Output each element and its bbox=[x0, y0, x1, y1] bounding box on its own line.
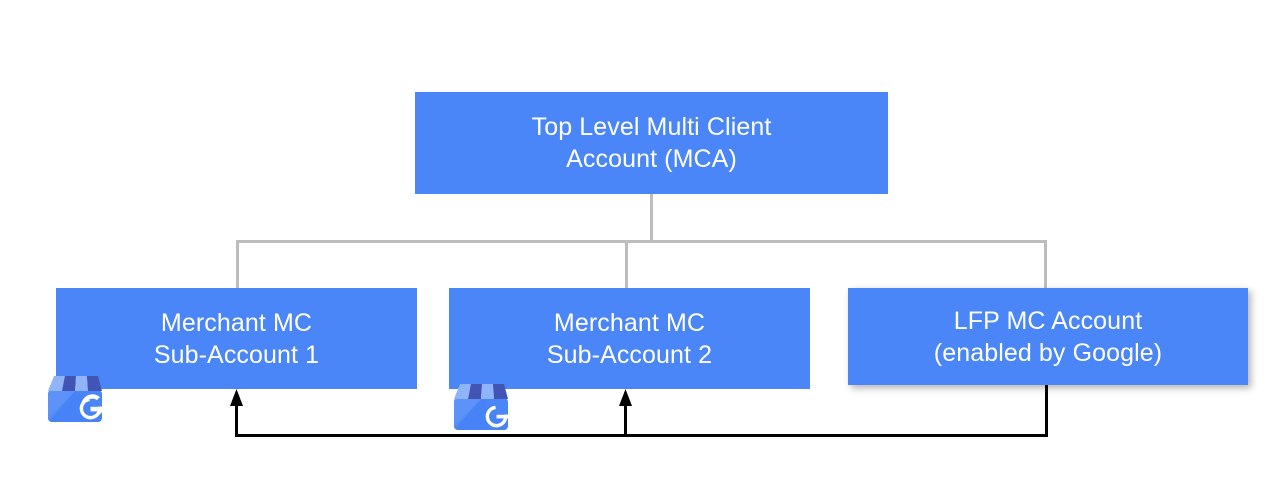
node-top-level-mca-label: Top Level Multi Client Account (MCA) bbox=[531, 113, 772, 173]
node-merchant-sub-account-2-label: Merchant MC Sub-Account 2 bbox=[546, 308, 713, 369]
node-top-level-mca[interactable]: Top Level Multi Client Account (MCA) bbox=[415, 92, 888, 194]
node-merchant-sub-account-1-label: Merchant MC Sub-Account 1 bbox=[153, 308, 320, 369]
data-flow-connectors bbox=[230, 385, 1048, 437]
arrowhead-into-merchant-sub-2 bbox=[619, 389, 632, 406]
google-business-profile-storefront-icon bbox=[48, 376, 104, 422]
node-merchant-sub-account-2[interactable]: Merchant MC Sub-Account 2 bbox=[449, 288, 810, 389]
google-business-profile-storefront-icon bbox=[454, 384, 510, 430]
node-lfp-mc-account[interactable]: LFP MC Account (enabled by Google) bbox=[848, 288, 1248, 385]
node-merchant-sub-account-1[interactable]: Merchant MC Sub-Account 1 bbox=[56, 288, 417, 389]
tree-connectors bbox=[236, 194, 1047, 289]
data-flow-path-lfp-to-merchant-sub-1 bbox=[235, 385, 1048, 437]
node-lfp-mc-account-label: LFP MC Account (enabled by Google) bbox=[933, 306, 1163, 367]
arrowhead-into-merchant-sub-1 bbox=[230, 389, 243, 406]
